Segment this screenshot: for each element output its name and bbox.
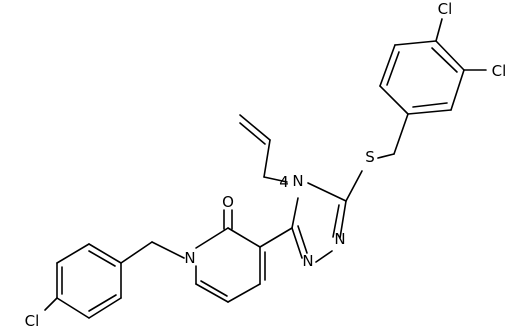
bond: [345, 170, 363, 202]
bond: [195, 283, 229, 303]
bond: [412, 102, 448, 108]
bond: [394, 40, 437, 46]
atom-label-sulfur: S: [365, 148, 375, 166]
bond: [435, 18, 443, 42]
bond: [339, 200, 347, 239]
bond: [227, 227, 261, 248]
bond: [88, 250, 116, 267]
bond: [88, 294, 117, 312]
bond: [377, 153, 395, 159]
atom-label-chlorine-left: Cl: [25, 312, 40, 330]
bond: [44, 297, 58, 311]
atom-label-locant-4: 4: [279, 173, 289, 191]
bond: [88, 297, 122, 319]
bond: [200, 280, 228, 297]
bond: [56, 243, 90, 264]
bond: [120, 241, 153, 264]
bond: [297, 225, 308, 254]
bond: [450, 69, 465, 111]
atom-label-oxygen: O: [222, 193, 234, 211]
bond: [151, 241, 185, 259]
bond: [291, 197, 299, 229]
atom-label-nitrogen-3: N: [302, 252, 313, 270]
bonds: [44, 18, 487, 319]
bond: [239, 114, 271, 141]
bond: [431, 47, 458, 73]
bond: [315, 250, 333, 263]
bond: [239, 122, 266, 145]
bond: [56, 297, 90, 319]
bond: [393, 113, 409, 155]
bond: [379, 85, 409, 115]
bond: [195, 227, 229, 249]
atom-label-nitrogen-4: N: [292, 172, 303, 190]
atom-label-nitrogen-2: N: [334, 230, 345, 248]
atom-label-chlorine-right: Cl: [492, 62, 507, 80]
bond: [435, 40, 465, 71]
bond: [291, 227, 303, 259]
bond: [259, 227, 293, 248]
bond: [386, 51, 400, 86]
bond: [379, 44, 396, 87]
atom-label-nitrogen-pyridinone: N: [184, 249, 195, 267]
bond: [407, 109, 452, 115]
bond: [332, 204, 340, 238]
atom-labels: O N N 4 N N S Cl Cl Cl: [25, 0, 507, 330]
bond: [263, 176, 288, 183]
bond: [88, 243, 122, 264]
bond: [263, 139, 271, 178]
bond: [307, 182, 347, 202]
bond: [227, 283, 261, 303]
atom-label-chlorine-top: Cl: [438, 0, 453, 18]
